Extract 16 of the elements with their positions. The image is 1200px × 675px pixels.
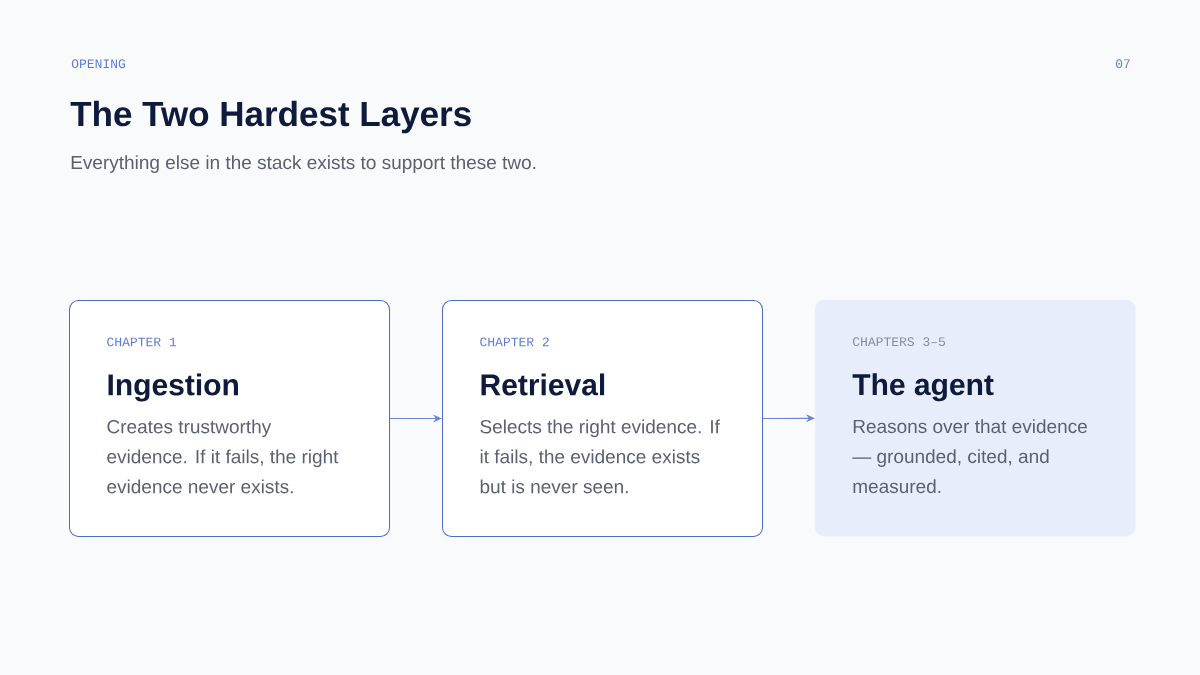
card [815,300,1136,537]
card-heading: Retrieval [481,373,605,396]
card [442,300,763,537]
card-heading: The agent [852,373,994,402]
chapter-label: CHAPTERS 3–5 [853,337,946,347]
chapter-label: CHAPTER 2 [480,337,549,347]
card-description: Reasons over that evidence — grounded, cited, and measured. [852,419,1087,494]
card-description: Creates trustworthy evidence. If it fails, the right evidence never exists. [107,419,339,494]
subtitle: Everything else in the stack exists to support these two. [71,155,536,173]
eyebrow-label: OPENING [71,59,125,69]
card-description: Selects the right evidence. If it fails, the evidence exists but is never seen. [480,419,720,494]
card-heading: Ingestion [108,373,238,402]
page-number: 07 [1116,59,1130,69]
card [69,300,390,537]
chapter-label: CHAPTER 1 [107,337,177,347]
title: The Two Hardest Layers [70,100,471,134]
